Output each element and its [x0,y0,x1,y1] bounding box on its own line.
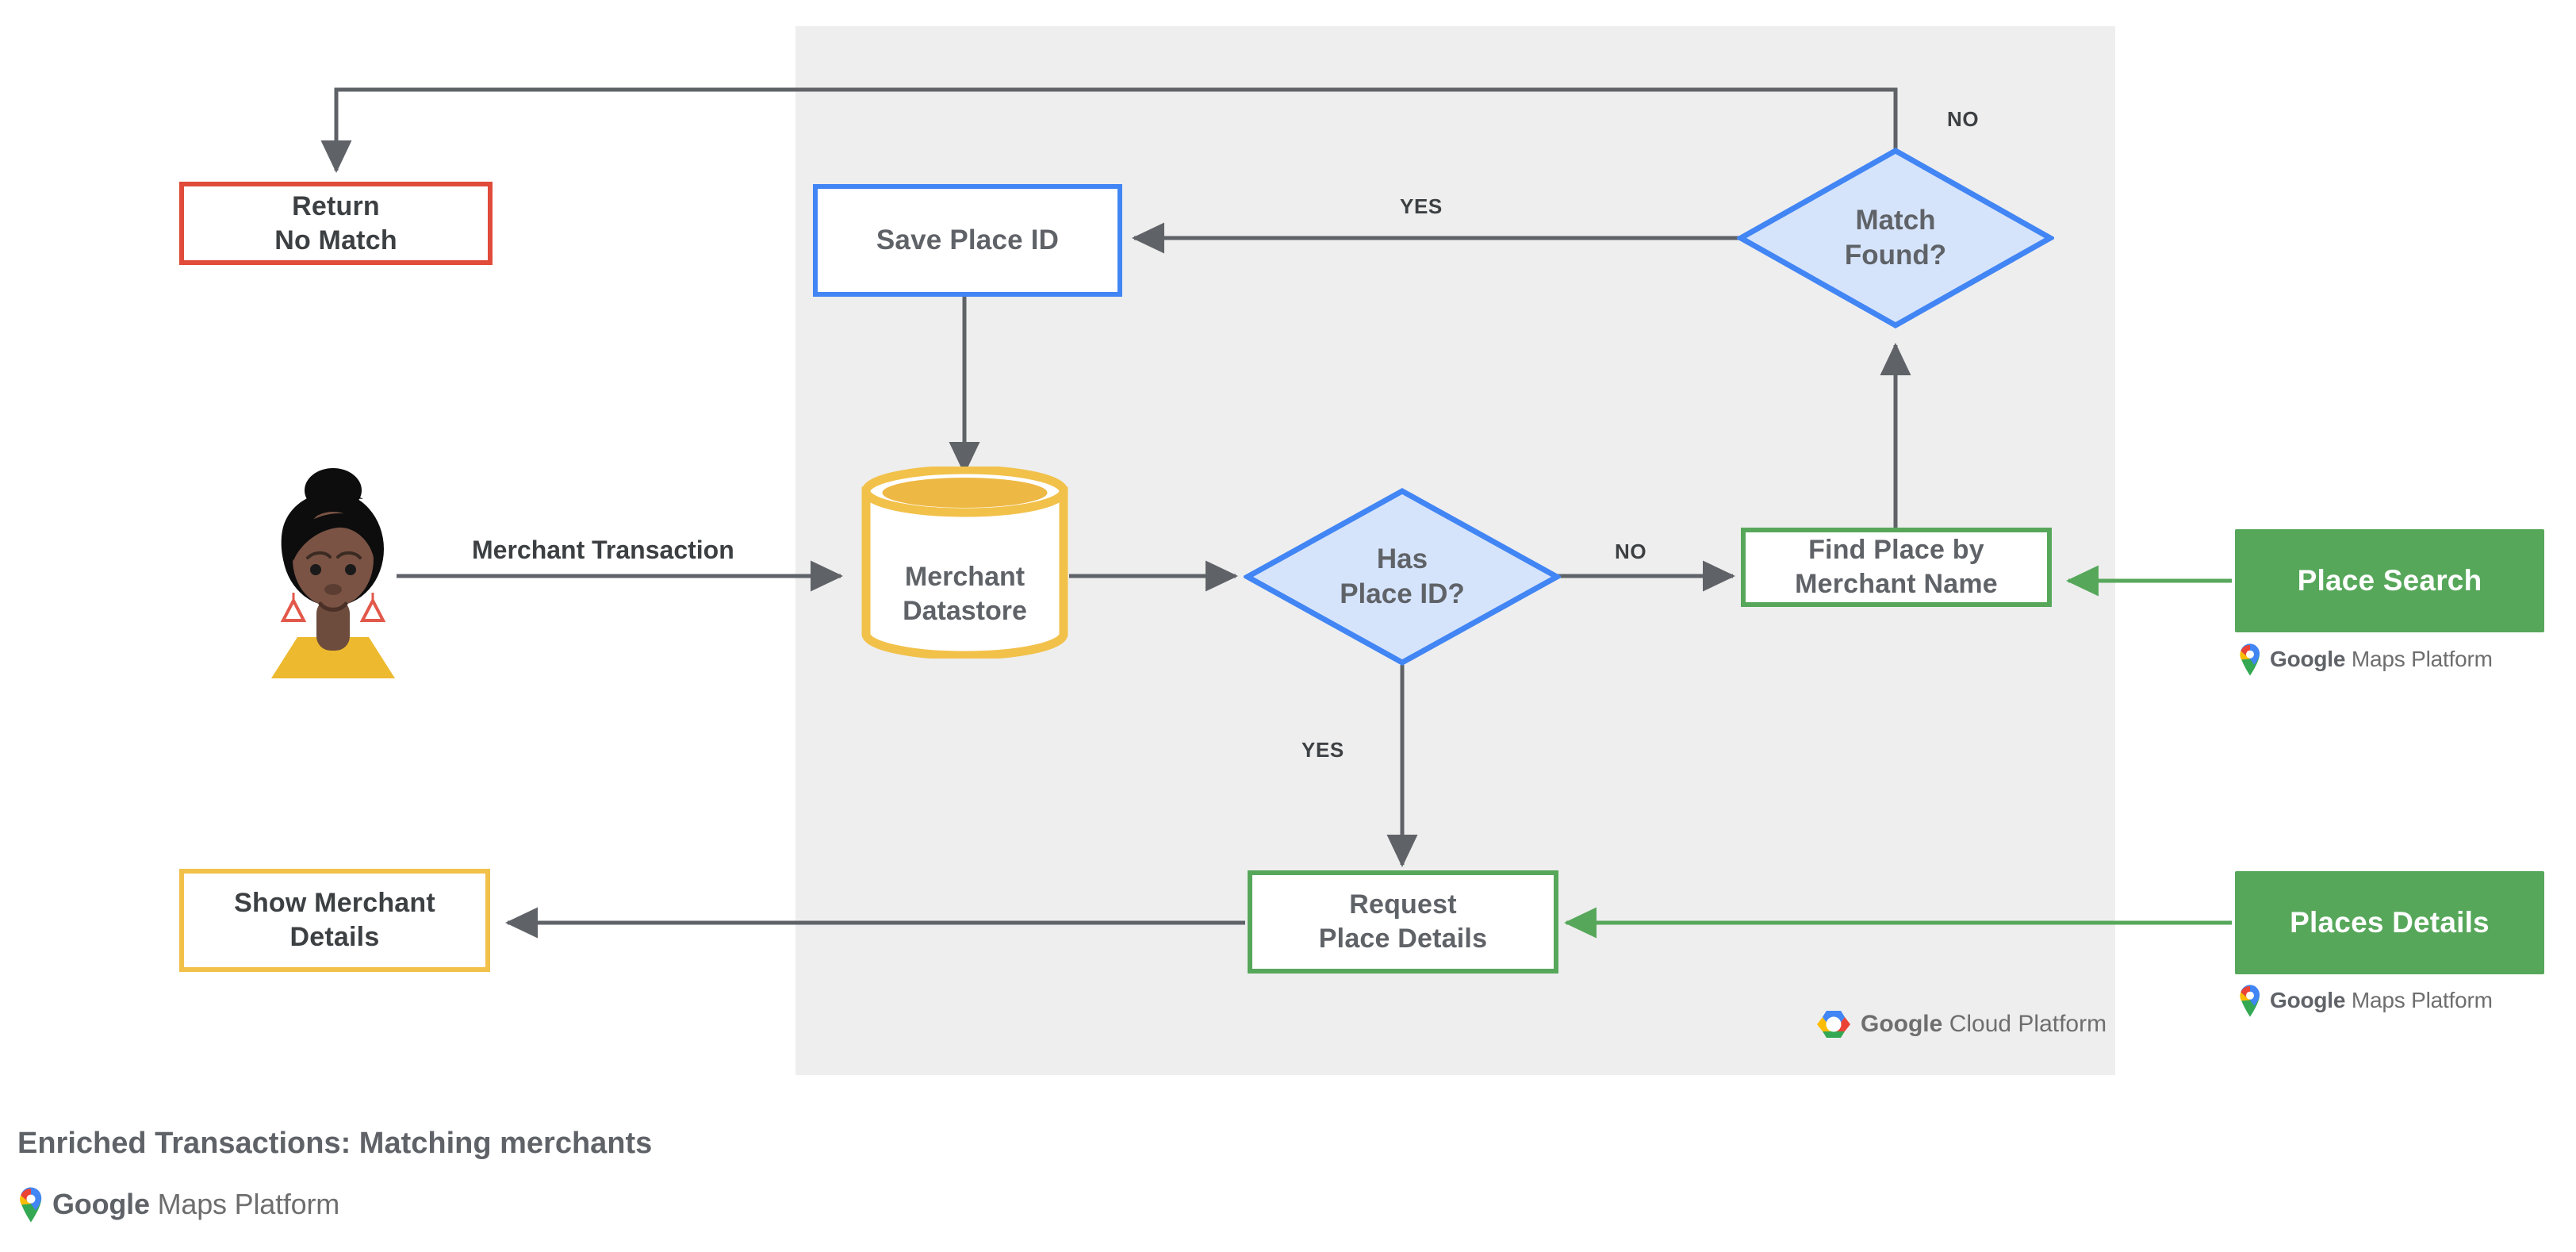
node-places-details[interactable]: Places Details [2235,871,2544,974]
node-return-no-match[interactable]: Return No Match [179,182,493,265]
node-merchant-datastore-line2: Datastore [903,596,1027,626]
google-cloud-platform-hexagon-icon [1817,1011,1850,1038]
caption-logo-text: Google Maps Platform [52,1188,339,1221]
node-return-no-match-line2: No Match [274,225,397,255]
edge-label-merchant-transaction: Merchant Transaction [472,536,734,564]
node-save-place-id[interactable]: Save Place ID [813,184,1122,297]
node-place-search-label: Place Search [2297,563,2482,597]
edge-label-match-found-yes: YES [1400,194,1443,218]
node-merchant-datastore-line1: Merchant [904,562,1025,593]
node-place-search[interactable]: Place Search [2235,529,2544,632]
google-maps-pin-icon [2240,985,2260,1017]
match-found-diamond-shape [1737,147,2054,329]
datastore-cylinder-shape [861,467,1068,659]
caption-logo-product: Maps Platform [157,1188,340,1220]
places-details-maps-platform-lockup: Google Maps Platform [2238,984,2493,1017]
diagram-caption: Enriched Transactions: Matching merchant… [17,1127,653,1160]
node-has-place-id-line1: Has [1376,543,1428,574]
node-show-merchant-details-line1: Show Merchant [234,888,435,919]
places-details-logo-brand: Google [2270,988,2346,1012]
node-save-place-id-label: Save Place ID [876,224,1060,255]
node-has-place-id-line2: Place ID? [1340,578,1465,609]
node-return-no-match-line1: Return [292,190,380,221]
google-cloud-platform-text: Google Cloud Platform [1861,1011,2106,1038]
gcp-brand: Google [1861,1011,1943,1037]
node-match-found-line1: Match [1855,204,1936,236]
gcp-product: Cloud Platform [1949,1011,2107,1037]
place-search-maps-platform-lockup: Google Maps Platform [2238,643,2493,676]
google-maps-pin-icon [2240,643,2260,676]
edge-label-match-found-no: NO [1947,107,1980,131]
place-search-logo-product: Maps Platform [2351,647,2493,671]
node-match-found[interactable]: Match Found? [1737,147,2054,329]
node-has-place-id[interactable]: Has Place ID? [1244,487,1561,666]
node-find-place-by-merchant-name[interactable]: Find Place by Merchant Name [1741,528,2052,607]
google-maps-pin-icon [20,1187,42,1223]
place-search-logo-brand: Google [2270,647,2346,671]
node-show-merchant-details-line2: Details [289,922,380,952]
places-details-logo-product: Maps Platform [2351,988,2493,1012]
node-show-merchant-details[interactable]: Show Merchant Details [179,869,490,972]
place-search-logo-text: Google Maps Platform [2270,647,2493,672]
caption-logo-brand: Google [52,1188,150,1220]
node-find-place-line1: Find Place by [1808,535,1984,566]
merchant-customer-avatar [262,464,404,678]
edge-label-has-place-id-yes: YES [1301,738,1344,762]
edge-label-has-place-id-no: NO [1615,540,1647,563]
caption-maps-platform-lockup: Google Maps Platform [17,1186,339,1223]
places-details-logo-text: Google Maps Platform [2270,988,2493,1013]
has-place-id-diamond-shape [1244,487,1561,666]
node-request-place-details-line2: Place Details [1318,924,1488,954]
node-match-found-line2: Found? [1844,240,1947,271]
avatar-illustration-icon [271,468,395,678]
node-request-place-details-line1: Request [1349,889,1457,920]
node-merchant-datastore[interactable]: Merchant Datastore [861,467,1069,659]
google-cloud-platform-lockup: Google Cloud Platform [1816,1009,2106,1039]
node-request-place-details[interactable]: Request Place Details [1248,870,1558,974]
node-places-details-label: Places Details [2290,905,2490,939]
node-find-place-line2: Merchant Name [1795,569,1998,599]
